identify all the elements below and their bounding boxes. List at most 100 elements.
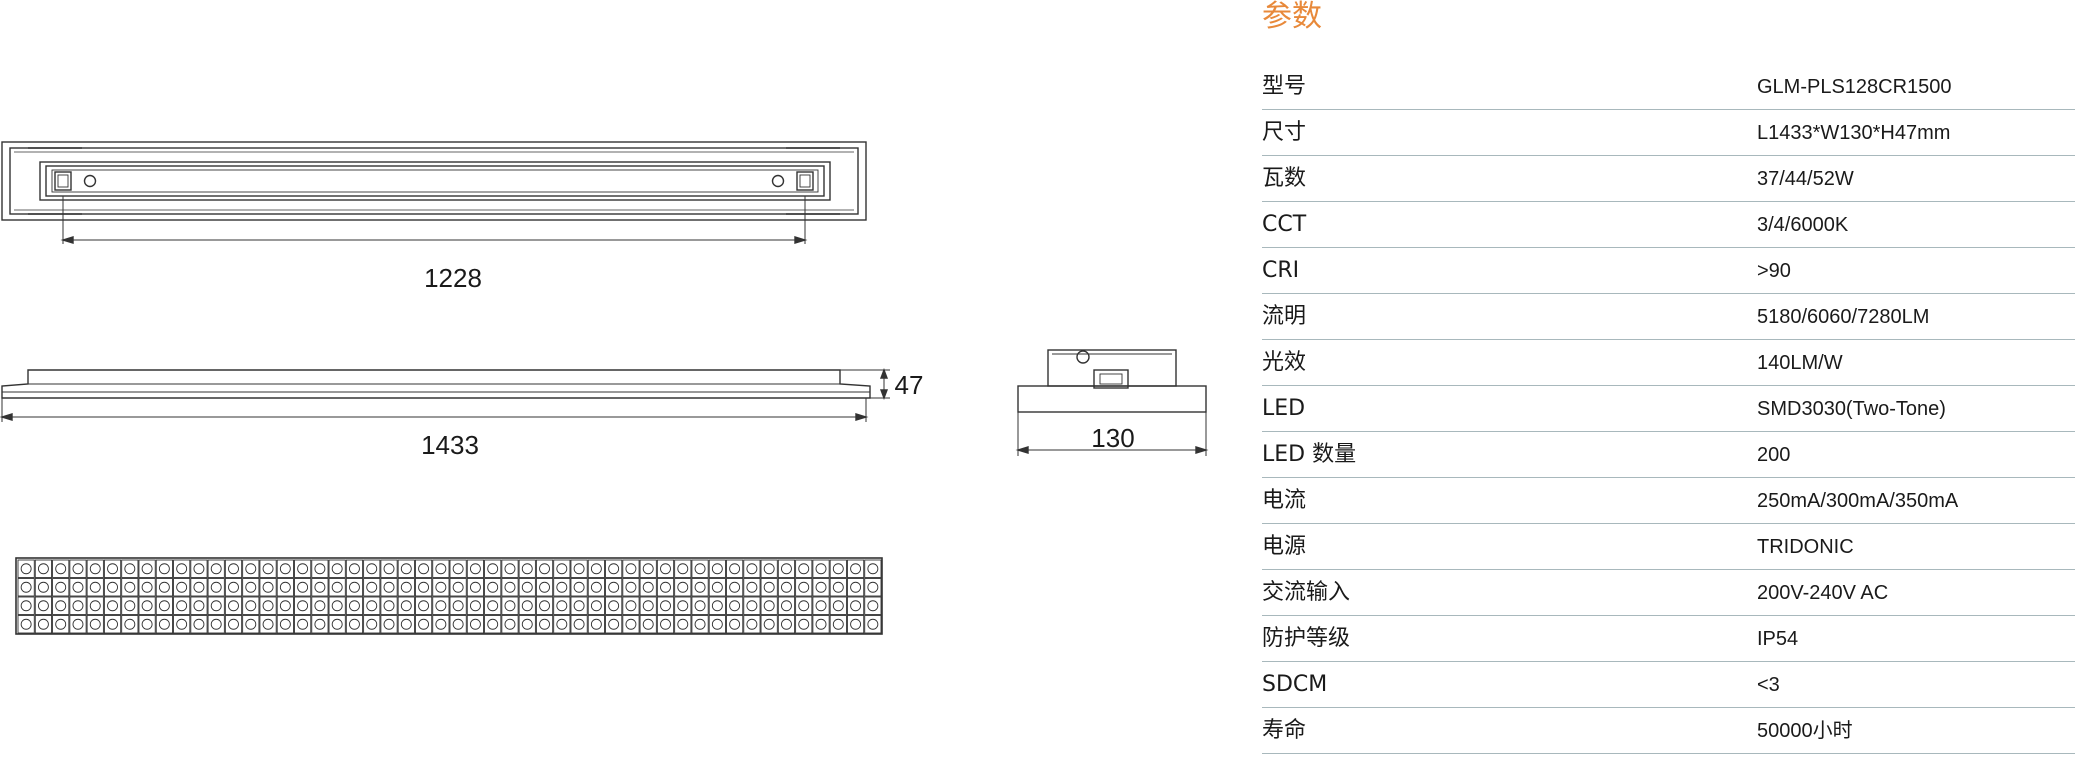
led-cell bbox=[345, 596, 364, 615]
led-dot bbox=[625, 600, 637, 612]
led-dot bbox=[176, 581, 188, 593]
led-cell bbox=[777, 578, 796, 597]
led-cell bbox=[829, 578, 847, 597]
param-value: 50000小时 bbox=[1757, 720, 1853, 742]
param-key: LED bbox=[1262, 396, 1306, 421]
led-cell bbox=[518, 578, 536, 597]
led-cell bbox=[397, 596, 415, 615]
led-cell bbox=[397, 559, 415, 578]
led-cell bbox=[328, 615, 346, 634]
led-dot bbox=[556, 618, 568, 630]
param-value: 200 bbox=[1757, 444, 1791, 466]
led-cell bbox=[484, 578, 502, 597]
led-dot bbox=[349, 600, 360, 612]
led-dot bbox=[608, 563, 620, 575]
led-dot bbox=[815, 581, 827, 593]
led-cell bbox=[501, 559, 519, 578]
led-cell bbox=[17, 596, 35, 615]
led-cell bbox=[34, 559, 53, 578]
led-cell bbox=[812, 578, 830, 597]
led-dot bbox=[262, 618, 274, 630]
param-key: 瓦数 bbox=[1262, 166, 1307, 191]
led-cell bbox=[190, 559, 208, 578]
param-key: 流明 bbox=[1262, 304, 1307, 329]
led-cell bbox=[103, 596, 122, 615]
led-dot bbox=[349, 563, 360, 575]
led-dot bbox=[55, 600, 67, 612]
led-dot bbox=[37, 600, 49, 612]
led-cell bbox=[587, 559, 605, 578]
led-dot bbox=[573, 600, 585, 612]
led-cell bbox=[363, 578, 381, 597]
led-dot bbox=[210, 581, 222, 593]
led-dot bbox=[763, 581, 775, 593]
led-dot bbox=[314, 600, 326, 612]
led-dot bbox=[383, 618, 395, 630]
led-cell bbox=[639, 615, 657, 634]
led-cell bbox=[138, 596, 156, 615]
led-dot bbox=[262, 563, 274, 575]
led-cell bbox=[190, 578, 208, 597]
led-cell bbox=[155, 596, 173, 615]
led-cell bbox=[726, 578, 744, 597]
led-cell bbox=[674, 559, 692, 578]
led-cell bbox=[656, 559, 675, 578]
led-cell bbox=[311, 578, 329, 597]
led-dot bbox=[556, 563, 568, 575]
led-cell bbox=[846, 615, 865, 634]
led-cell bbox=[760, 578, 778, 597]
led-dot bbox=[694, 600, 706, 612]
led-dot bbox=[331, 581, 343, 593]
led-cell bbox=[605, 559, 623, 578]
led-cell bbox=[294, 578, 312, 597]
led-dot bbox=[210, 600, 222, 612]
param-key: 寿命 bbox=[1262, 718, 1307, 743]
param-key: SDCM bbox=[1262, 672, 1328, 697]
led-dot bbox=[815, 600, 827, 612]
led-cell bbox=[414, 578, 433, 597]
led-dot bbox=[539, 581, 550, 593]
led-dot bbox=[383, 581, 395, 593]
led-cell bbox=[432, 559, 450, 578]
led-dot bbox=[729, 563, 741, 575]
led-cell bbox=[535, 578, 554, 597]
led-cell bbox=[69, 615, 87, 634]
led-cell bbox=[294, 559, 312, 578]
led-dot bbox=[107, 563, 118, 575]
led-dot bbox=[279, 600, 291, 612]
led-cell bbox=[691, 578, 709, 597]
led-cell bbox=[432, 578, 450, 597]
led-cell bbox=[138, 615, 156, 634]
param-key: 电流 bbox=[1262, 488, 1307, 513]
top-view-dimension-label: 1228 bbox=[424, 263, 482, 293]
led-cell bbox=[155, 615, 173, 634]
param-value: 200V-240V AC bbox=[1757, 582, 1889, 604]
led-dot bbox=[228, 581, 239, 593]
param-value: 37/44/52W bbox=[1757, 168, 1854, 190]
led-cell bbox=[69, 559, 87, 578]
led-dot bbox=[677, 600, 689, 612]
led-dot bbox=[798, 600, 810, 612]
led-dot bbox=[349, 581, 360, 593]
param-value: >90 bbox=[1757, 260, 1791, 282]
led-dot bbox=[781, 581, 792, 593]
led-cell bbox=[190, 596, 208, 615]
led-cell bbox=[656, 578, 675, 597]
led-dot bbox=[107, 618, 118, 630]
led-cell bbox=[86, 559, 104, 578]
led-cell bbox=[207, 615, 225, 634]
led-cell bbox=[622, 559, 640, 578]
led-cell bbox=[103, 559, 122, 578]
led-cell bbox=[501, 578, 519, 597]
led-cell bbox=[777, 559, 796, 578]
led-dot bbox=[228, 618, 239, 630]
led-cell bbox=[432, 596, 450, 615]
led-dot bbox=[832, 618, 844, 630]
led-cell bbox=[380, 559, 398, 578]
led-cell bbox=[553, 615, 571, 634]
led-cell bbox=[103, 615, 122, 634]
